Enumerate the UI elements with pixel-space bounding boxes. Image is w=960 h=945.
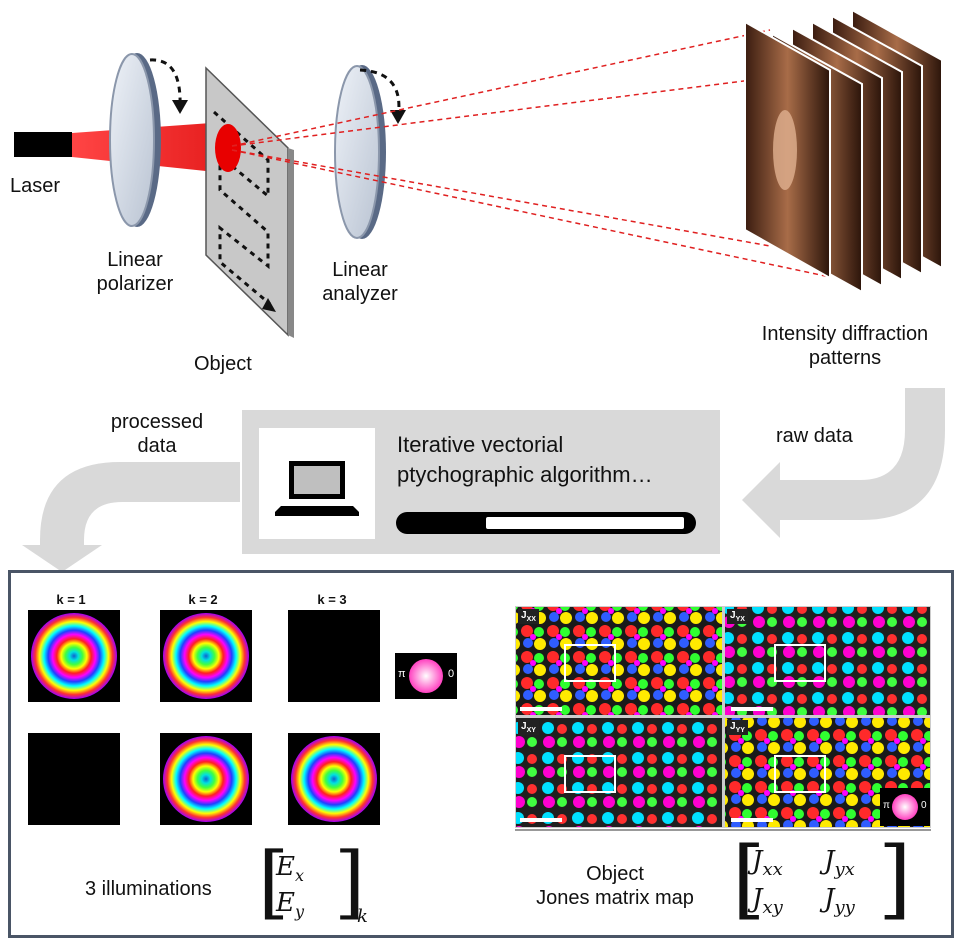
map-wheel-zero: 0 [921, 800, 927, 811]
raw-data-label: raw data [776, 425, 853, 447]
processed-label-line1: processed [110, 411, 204, 433]
object-jones-line2: Jones matrix map [536, 887, 694, 909]
k-label-3: k = 3 [317, 592, 347, 607]
analyzer-label-line1: Linear [332, 259, 388, 281]
polarizer-label-line1: Linear [107, 249, 163, 271]
tile-label-jxx: JXX [518, 609, 539, 624]
algorithm-line2: ptychographic algorithm… [397, 462, 653, 487]
diffraction-pattern-stack [744, 8, 943, 294]
algorithm-line1: Iterative vectorial [397, 432, 564, 457]
raw-data-arrow [742, 388, 945, 538]
linear-analyzer [334, 65, 386, 239]
patterns-label: Intensity diffraction patterns [730, 322, 960, 370]
phase-wheel-pi: π [398, 668, 406, 680]
linear-polarizer [109, 53, 161, 227]
polarizer-rotation-arrow [149, 58, 182, 109]
patterns-label-line2: patterns [808, 347, 882, 369]
jones-matrix: [ Jxx Jyx Jxy Jyy ] [732, 829, 912, 929]
progress-remaining [486, 517, 684, 529]
patterns-label-line1: Intensity diffraction [761, 323, 929, 345]
analyzer-label-line2: analyzer [322, 283, 398, 305]
map-wheel-pi: π [883, 800, 890, 811]
illuminations-label: 3 illuminations [85, 878, 212, 900]
analyzer-rotation-arrow [359, 68, 401, 119]
laptop-icon [275, 461, 359, 516]
algorithm-text: Iterative vectorial ptychographic algori… [397, 430, 717, 490]
k-label-1: k = 1 [56, 592, 86, 607]
object-jones-label: Object Jones matrix map [505, 862, 725, 910]
phase-wheel-zero: 0 [448, 668, 455, 680]
polarizer-label: Linear polarizer [75, 248, 195, 296]
analyzer-label: Linear analyzer [300, 258, 420, 306]
polarizer-label-line2: polarizer [96, 273, 174, 295]
object-plate [205, 66, 294, 338]
laser-label: Laser [10, 175, 61, 197]
object-label: Object [194, 353, 252, 375]
tile-label-jyy: JYY [727, 720, 748, 735]
field-vector: [ Ex Ey ] k [258, 835, 368, 928]
laser-body [14, 132, 72, 157]
diffraction-rays [231, 29, 831, 278]
tile-label-jxy: JXY [518, 720, 539, 735]
k-label-2: k = 2 [188, 592, 218, 607]
tile-label-jyx: JYX [727, 609, 748, 624]
processed-data-arrow [22, 462, 240, 572]
progress-bar [396, 512, 696, 534]
processed-label-line2: data [137, 435, 177, 457]
laptop-card [259, 428, 375, 539]
object-jones-line1: Object [586, 863, 644, 885]
processed-data-label: processed data [82, 410, 232, 458]
